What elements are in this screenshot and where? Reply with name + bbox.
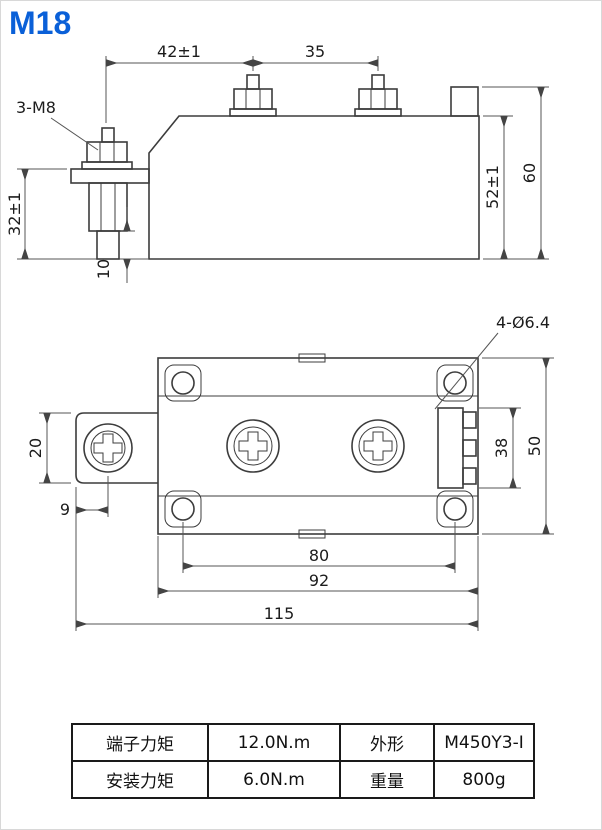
side-body (17, 86, 480, 260)
side-body-outline (148, 115, 480, 260)
phillips-cross-icon (363, 431, 393, 461)
bolt-stud (246, 74, 260, 90)
terminal-hex-standoff (88, 182, 128, 232)
model-label: M18 (9, 5, 72, 41)
top-body (157, 353, 479, 539)
spec-value-weight: 800g (433, 760, 535, 799)
top-dimensions: 4-Ø6.4 20 9 38 (26, 313, 554, 631)
spec-value-outline: M450Y3-I (433, 723, 535, 762)
spec-label-outline: 外形 (339, 723, 435, 762)
technical-drawing: 42±1 35 3-M8 32±1 10 52±1 (5, 42, 554, 631)
dim-top-left-width: 42±1 (157, 42, 201, 61)
spec-label-weight: 重量 (339, 760, 435, 799)
dim-body-height: 52±1 (483, 165, 502, 209)
mount-hole (443, 371, 467, 395)
dim-body-depth: 50 (525, 436, 544, 456)
mount-hole (443, 497, 467, 521)
hole-boss (436, 364, 474, 402)
spec-table: 端子力矩 12.0N.m 外形 M450Y3-I 安装力矩 6.0N.m 重量 … (71, 723, 535, 799)
leader-line (434, 332, 499, 410)
mount-hole (171, 497, 195, 521)
leader-line (50, 117, 99, 151)
phillips-cross-icon (238, 431, 268, 461)
bolt-stud (371, 74, 385, 90)
terminal-plate (70, 168, 150, 184)
connector-pin (462, 411, 477, 429)
side-dimensions: 42±1 35 3-M8 32±1 10 52±1 (5, 42, 549, 283)
spec-label-mount-torque: 安装力矩 (71, 760, 209, 799)
top-view: 4-Ø6.4 20 9 38 (26, 313, 554, 631)
dim-mount-holes: 4-Ø6.4 (496, 313, 550, 332)
spec-value-mount-torque: 6.0N.m (207, 760, 341, 799)
connector-body (437, 407, 464, 489)
bolt-hex-head (233, 88, 273, 110)
phillips-screw-2 (351, 419, 405, 473)
side-view: 42±1 35 3-M8 32±1 10 52±1 (5, 42, 549, 283)
connector-pin (462, 439, 477, 457)
dim-bolt-thread: 3-M8 (16, 98, 56, 117)
spec-value-terminal-torque: 12.0N.m (207, 723, 341, 762)
top-bolt-2 (354, 74, 402, 117)
bolt-hex-head (358, 88, 398, 110)
dim-connector-span: 38 (492, 438, 511, 458)
hole-boss (164, 364, 202, 402)
dim-total-width: 115 (264, 604, 295, 623)
spec-row-1: 端子力矩 12.0N.m 外形 M450Y3-I (71, 723, 535, 762)
spec-label-terminal-torque: 端子力矩 (71, 723, 209, 762)
top-slot (298, 353, 326, 363)
side-terminal (70, 127, 150, 260)
terminal-outline (75, 412, 158, 484)
dim-body-width: 92 (309, 571, 329, 590)
dim-total-height: 60 (520, 163, 539, 183)
mount-hole (171, 371, 195, 395)
dim-top-right-width: 35 (305, 42, 325, 61)
top-terminal (75, 412, 158, 484)
spec-row-2: 安装力矩 6.0N.m 重量 800g (71, 760, 535, 799)
top-bolt-1 (229, 74, 277, 117)
side-corner-tab (450, 86, 479, 117)
terminal-bolt-stud (101, 127, 115, 143)
mount-holes (164, 364, 474, 528)
dim-terminal-offset: 9 (60, 500, 70, 519)
top-body-outline (157, 357, 479, 535)
dim-hole-spacing: 80 (309, 546, 329, 565)
connector-pin (462, 467, 477, 485)
phillips-cross-icon (93, 433, 123, 463)
terminal-washer (81, 161, 133, 170)
terminal-bolt-head (86, 141, 128, 163)
dim-terminal-width: 20 (26, 438, 45, 458)
bolt-washer (229, 108, 277, 117)
terminal-base-block (96, 230, 120, 260)
dim-base-offset: 10 (94, 259, 113, 279)
dim-terminal-height: 32±1 (5, 192, 24, 236)
bolt-washer (354, 108, 402, 117)
signal-connector (437, 407, 477, 489)
bottom-slot (298, 529, 326, 539)
phillips-screw-1 (226, 419, 280, 473)
